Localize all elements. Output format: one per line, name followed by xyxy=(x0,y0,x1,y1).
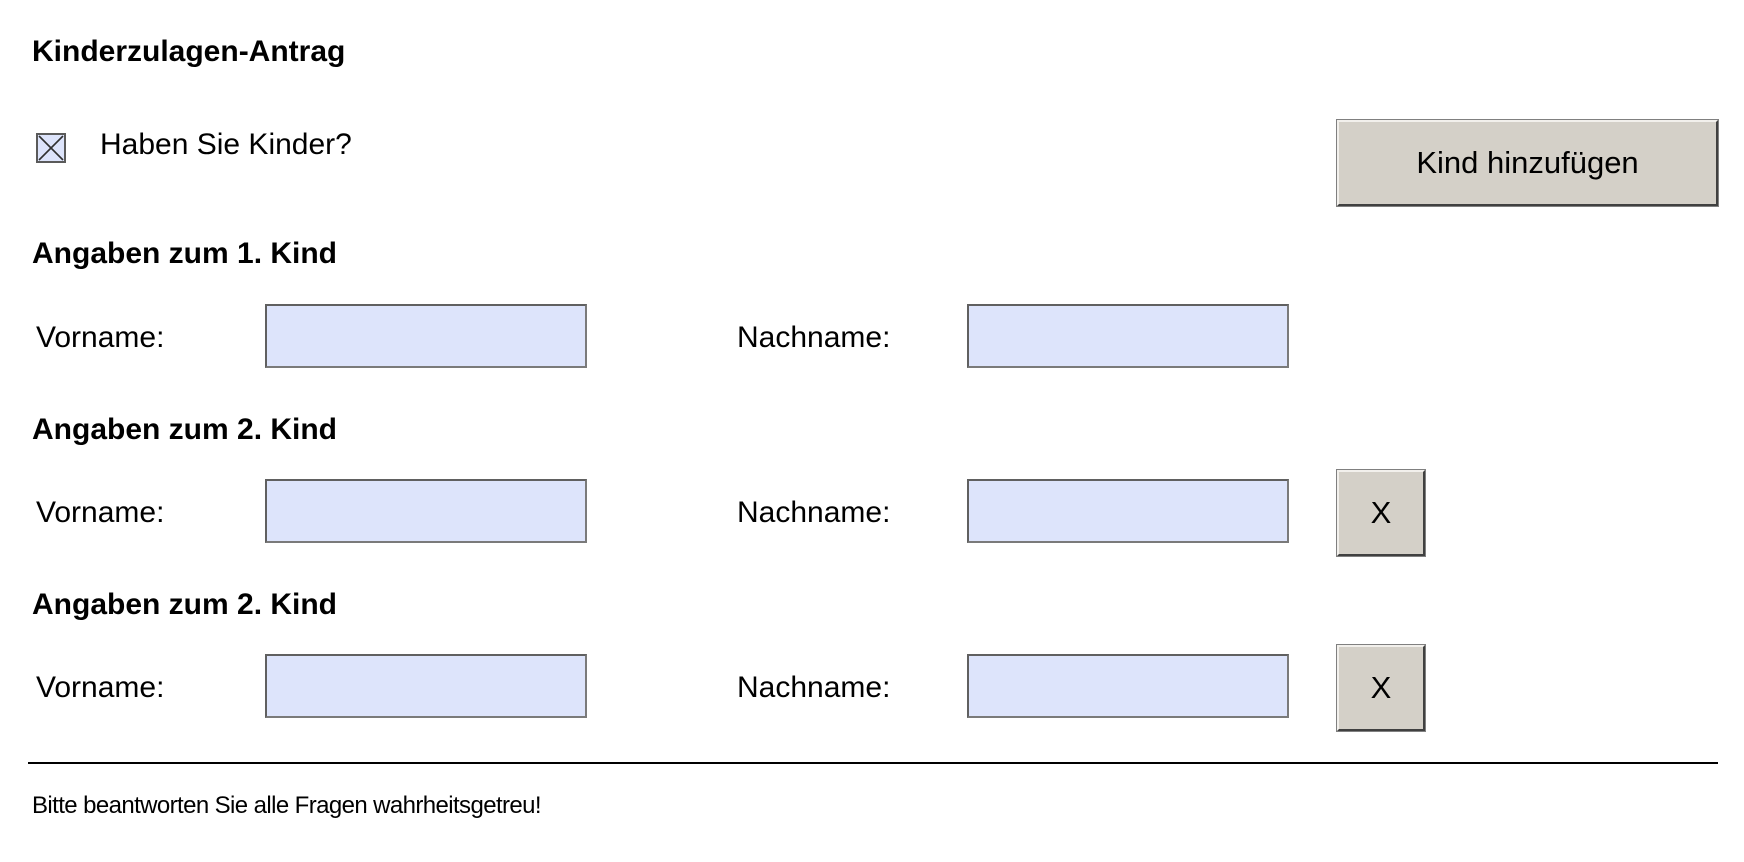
footer-divider xyxy=(28,762,1718,764)
child-2-last-name-label: Nachname: xyxy=(737,496,891,529)
has-children-label: Haben Sie Kinder? xyxy=(100,128,352,161)
remove-child-2-button[interactable]: X xyxy=(1337,470,1425,556)
child-3-first-name-label: Vorname: xyxy=(36,671,165,704)
footer-note: Bitte beantworten Sie alle Fragen wahrhe… xyxy=(32,792,542,819)
form-title: Kinderzulagen-Antrag xyxy=(32,35,346,68)
child-1-first-name-input[interactable] xyxy=(265,304,587,368)
child-3-first-name-input[interactable] xyxy=(265,654,587,718)
child-1-last-name-label: Nachname: xyxy=(737,321,891,354)
child-3-last-name-input[interactable] xyxy=(967,654,1289,718)
child-3-last-name-label: Nachname: xyxy=(737,671,891,704)
remove-child-3-button[interactable]: X xyxy=(1337,645,1425,731)
child-2-heading: Angaben zum 2. Kind xyxy=(32,413,338,446)
has-children-checkbox[interactable] xyxy=(36,133,66,163)
has-children-row: Haben Sie Kinder? xyxy=(36,128,352,168)
child-3-heading: Angaben zum 2. Kind xyxy=(32,588,338,621)
add-child-button[interactable]: Kind hinzufügen xyxy=(1337,120,1718,206)
child-1-last-name-input[interactable] xyxy=(967,304,1289,368)
child-2-first-name-label: Vorname: xyxy=(36,496,165,529)
child-2-first-name-input[interactable] xyxy=(265,479,587,543)
x-mark-icon xyxy=(38,135,64,161)
child-2-last-name-input[interactable] xyxy=(967,479,1289,543)
child-1-heading: Angaben zum 1. Kind xyxy=(32,237,338,270)
child-1-first-name-label: Vorname: xyxy=(36,321,165,354)
